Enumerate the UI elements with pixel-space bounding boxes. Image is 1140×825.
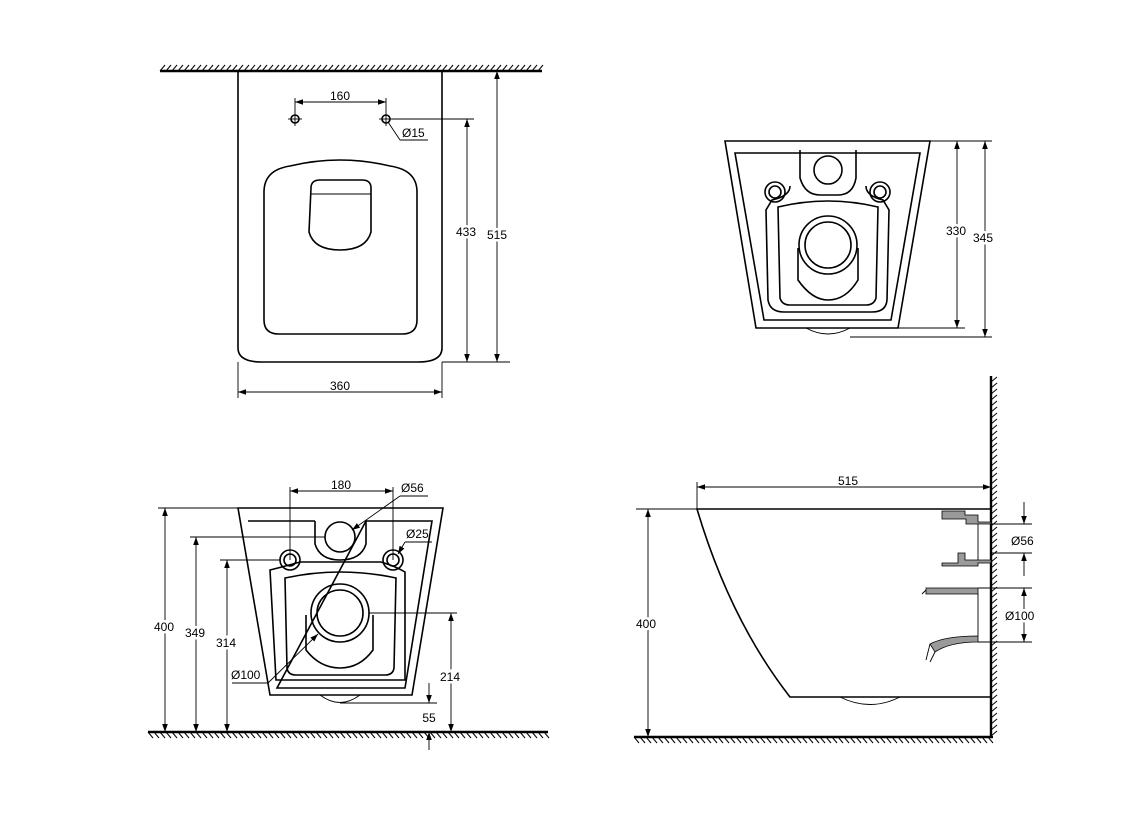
dim-side-drain-bg: Ø100 [1005,609,1035,623]
drain-pipe [925,587,979,595]
front-inlet-circle [813,155,843,185]
dim-hole-dia: Ø15 [402,126,425,140]
top-view: 160 Ø15 433 433 515 515 360 [159,64,544,398]
dim-height-349: 349 [185,626,205,640]
rear-view-outline [237,507,444,696]
dim-holes-spacing: 160 [330,89,350,103]
front-view-inner-frame [765,150,890,313]
dim-depth-515: 515 [487,228,507,242]
dim-side-length: 515 [838,474,858,488]
dim-depth-433: 433 [456,225,476,239]
side-view-outline [695,508,992,698]
dim-side-height: 400 [636,617,656,631]
dim-height-314: 314 [216,636,236,650]
dim-height-345: 345 [973,231,993,245]
dim-side-inlet-dia: Ø56 [1011,534,1034,548]
dim-h345-bg: 345 [973,231,993,245]
dim-h314-bg: 314 [216,636,236,650]
front-drain-circle [798,215,858,275]
dim-h400-bg: 400 [154,620,174,634]
dim-fix-hole-dia: Ø25 [406,527,429,541]
floor-hatch-rear [147,730,550,739]
dim-depth-433-label: 433 [456,225,476,239]
front-view: 330 330 345 345 [724,140,996,338]
rear-drain-circle [310,583,370,643]
dim-width: 360 [330,379,350,393]
rear-view: 180 Ø56 Ø25 400 400 349 349 314 314 Ø100… [147,478,550,750]
dim-side-drain-dia: Ø100 [1005,609,1035,623]
top-view-bowl-opening [308,179,372,251]
dim-outlet-dia: Ø56 [401,481,424,495]
inlet-connector [941,510,992,525]
dim-height-400: 400 [154,620,174,634]
dim-spacing-180: 180 [331,478,351,492]
top-view-outline [237,71,443,363]
rear-outlet-circle [324,521,356,553]
top-view-seat [263,159,418,335]
dim-drain-dia: Ø100 [231,668,261,682]
dim-side-h-bg: 400 [636,617,656,631]
dim-depth-515-bg: 515 [487,228,507,242]
wall-and-floor-hatch [633,376,998,744]
dim-h349-bg: 349 [185,626,205,640]
dim-height-330: 330 [946,224,966,238]
dim-h330-bg: 330 [946,224,966,238]
ceiling-wall-hatch [159,64,544,73]
dim-height-214: 214 [440,670,460,684]
dim-h214-bg: 214 [440,670,460,684]
dim-height-55: 55 [422,711,436,725]
side-view: 515 400 400 Ø56 Ø100 Ø100 [633,376,1037,744]
